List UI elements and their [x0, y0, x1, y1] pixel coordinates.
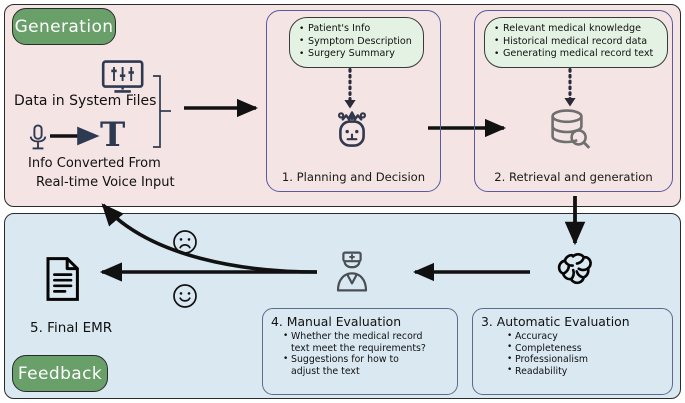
- list-item: Relevant medical knowledge: [494, 23, 658, 36]
- list-item: Professionalism: [507, 354, 664, 366]
- openai-logo-icon: [552, 250, 594, 296]
- list-item-line: Suggestions for how to: [291, 354, 399, 366]
- list-item: Surgery Summary: [299, 48, 414, 61]
- automatic-evaluation-box: 3. Automatic Evaluation Accuracy Complet…: [472, 308, 673, 395]
- microphone-icon: [27, 124, 49, 156]
- doctor-icon: [330, 250, 374, 298]
- planning-and-decision-card: 1. Planning and Decision: [266, 10, 441, 192]
- list-item: Symptom Description: [299, 35, 414, 49]
- stage-badge-feedback: Feedback: [12, 355, 108, 392]
- list-item-line: adjust the text: [291, 365, 360, 377]
- manual-evaluation-title: 4. Manual Evaluation: [271, 314, 402, 329]
- sad-face-icon: [172, 229, 198, 259]
- voice-input-label-line2: Real-time Voice Input: [36, 175, 175, 190]
- retrieval-and-generation-card: 2. Retrieval and generation: [474, 10, 673, 192]
- planning-card-title: 1. Planning and Decision: [281, 170, 426, 184]
- list-item: Patient's Info: [299, 23, 414, 36]
- database-search-icon: [548, 108, 592, 154]
- text-output-icon: T: [100, 115, 126, 155]
- manual-evaluation-box: 4. Manual Evaluation Whether the medical…: [262, 308, 458, 395]
- list-item: Generating medical record text: [494, 48, 658, 61]
- data-in-system-files-label: Data in System Files: [14, 93, 157, 109]
- planning-inputs-bubble: Patient's Info Symptom Description Surge…: [289, 17, 424, 68]
- robot-icon: [334, 110, 370, 154]
- happy-face-icon: [172, 283, 198, 313]
- automatic-evaluation-title: 3. Automatic Evaluation: [481, 314, 630, 329]
- monitor-sliders-icon: [101, 60, 145, 98]
- stage-badge-generation: Generation: [12, 8, 116, 45]
- list-item-line: text meet the requirements?: [291, 342, 426, 354]
- list-item: Suggestions for how to adjust the text: [283, 354, 449, 377]
- stage-badge-feedback-label: Feedback: [17, 363, 103, 384]
- list-item: Whether the medical record text meet the…: [283, 330, 449, 354]
- retrieval-card-title: 2. Retrieval and generation: [494, 170, 653, 184]
- final-emr-label: 5. Final EMR: [30, 320, 113, 336]
- voice-input-label-line1: Info Converted From: [28, 156, 161, 171]
- list-item: Completeness: [507, 342, 664, 355]
- retrieval-inputs-bubble: Relevant medical knowledge Historical me…: [484, 17, 668, 68]
- document-icon: [44, 256, 82, 306]
- list-item: Readability: [507, 365, 664, 378]
- list-item-line: Whether the medical record: [291, 331, 423, 342]
- list-item: Historical medical record data: [494, 35, 658, 49]
- list-item: Accuracy: [507, 331, 664, 343]
- stage-badge-generation-label: Generation: [14, 16, 114, 37]
